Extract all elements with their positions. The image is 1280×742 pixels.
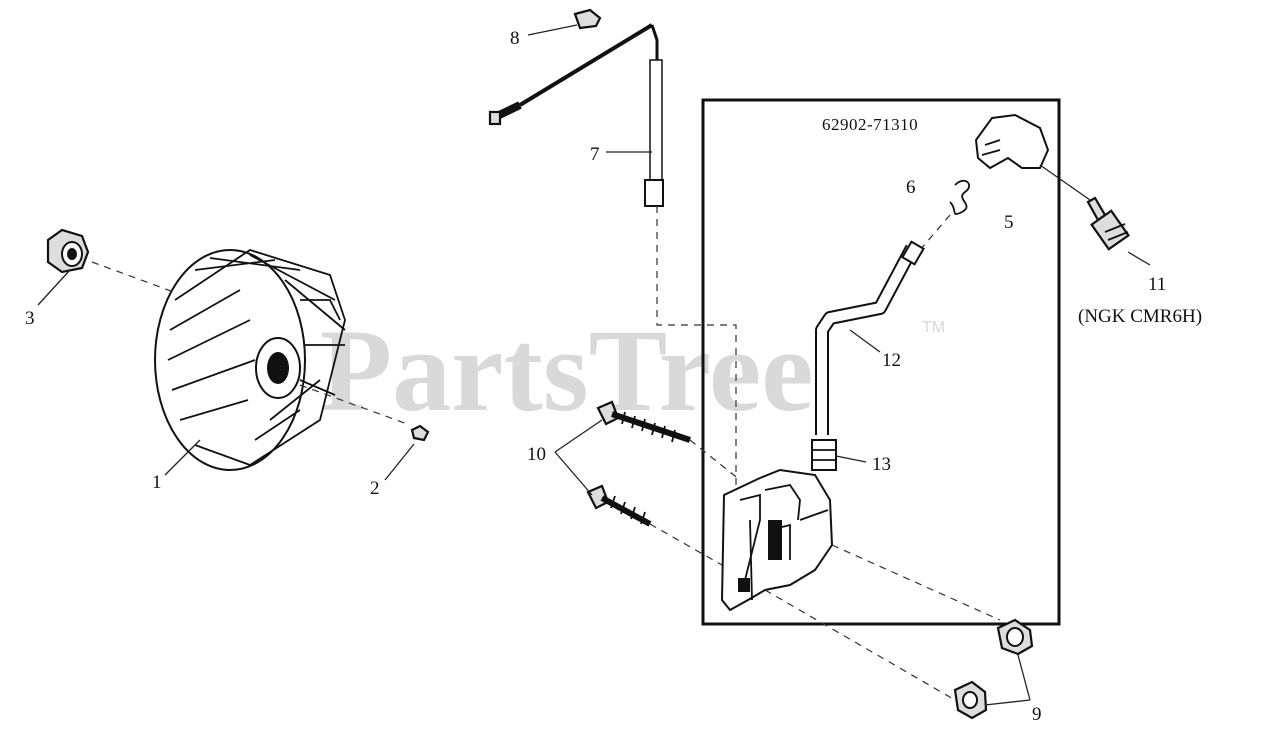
part-5-plug-cap[interactable] — [974, 113, 1050, 170]
ignition-coil[interactable] — [720, 468, 834, 612]
label-10: 10 — [527, 444, 546, 465]
label-3: 3 — [25, 308, 35, 329]
label-11: 11 — [1148, 274, 1166, 295]
label-1: 1 — [152, 472, 162, 493]
label-7: 7 — [590, 144, 600, 165]
part-12-cord[interactable] — [815, 240, 925, 435]
label-8: 8 — [510, 28, 520, 49]
part-7-stop-wire[interactable] — [488, 23, 664, 207]
label-2: 2 — [370, 478, 380, 499]
label-12: 12 — [882, 350, 901, 371]
part-1-flywheel[interactable] — [154, 249, 346, 471]
label-11-note: (NGK CMR6H) — [1078, 306, 1202, 327]
watermark-tm: TM — [922, 319, 945, 336]
kit-box — [701, 98, 1061, 626]
part-11-spark-plug[interactable] — [1086, 196, 1130, 251]
kit-number: 62902-71310 — [822, 115, 918, 134]
label-5: 5 — [1004, 212, 1014, 233]
watermark: PartsTree — [320, 305, 814, 436]
label-13: 13 — [872, 454, 891, 475]
part-8-screw[interactable] — [573, 8, 602, 30]
part-3-nut[interactable] — [46, 228, 90, 274]
part-2-key[interactable] — [410, 424, 430, 442]
label-9: 9 — [1032, 704, 1042, 725]
part-13-sleeve[interactable] — [811, 439, 837, 471]
part-6-spring[interactable] — [949, 179, 970, 215]
part-10-bolts[interactable] — [586, 400, 691, 527]
part-9-nuts[interactable] — [953, 618, 1034, 720]
label-6: 6 — [906, 177, 916, 198]
